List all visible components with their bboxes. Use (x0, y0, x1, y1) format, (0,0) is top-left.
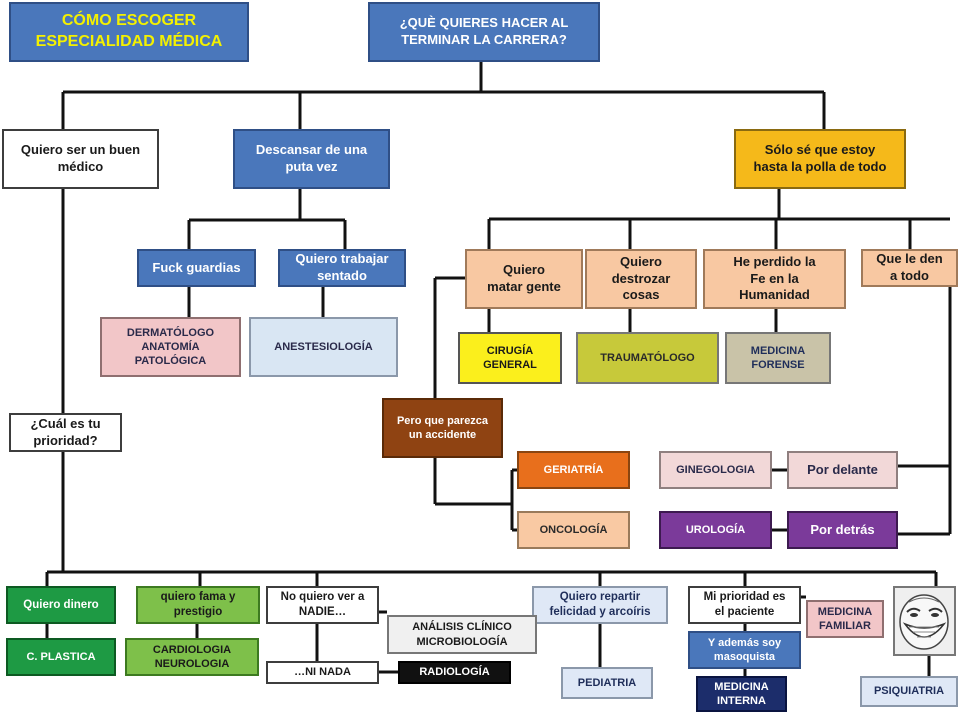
option-destroy: Quiero destrozar cosas (585, 249, 697, 309)
option-front: Por delante (787, 451, 898, 489)
result-family-medicine: MEDICINA FAMILIAR (806, 600, 884, 638)
result-plastic-surgery: C. PLASTICA (6, 638, 116, 676)
troll-face-icon (893, 586, 956, 656)
option-lost-faith: He perdido la Fe en la Humanidad (703, 249, 846, 309)
result-internal-medicine: MEDICINA INTERNA (696, 676, 787, 712)
priority-patient: Mi prioridad es el paciente (688, 586, 801, 624)
result-gynecology: GINEGOLOGIA (659, 451, 772, 489)
result-psychiatry: PSIQUIATRIA (860, 676, 958, 707)
priority-nothing: …NI NADA (266, 661, 379, 684)
option-masochist: Y además soy masoquista (688, 631, 801, 669)
priority-happiness: Quiero repartir felicidad y arcoíris (532, 586, 668, 624)
main-question: ¿QUÈ QUIERES HACER AL TERMINAR LA CARRER… (368, 2, 600, 62)
priority-fame: quiero fama y prestigio (136, 586, 260, 624)
option-no-shifts: Fuck guardias (137, 249, 256, 287)
result-general-surgery: CIRUGÍA GENERAL (458, 332, 562, 384)
option-sit: Quiero trabajar sentado (278, 249, 406, 287)
result-clinical-analysis: ANÁLISIS CLÍNICO MICROBIOLOGÍA (387, 615, 537, 654)
result-anesthesiology: ANESTESIOLOGÍA (249, 317, 398, 377)
option-good-doctor: Quiero ser un buen médico (2, 129, 159, 189)
option-give-all: Que le den a todo (861, 249, 958, 287)
option-accident: Pero que parezca un accidente (382, 398, 503, 458)
option-fed-up: Sólo sé que estoy hasta la polla de todo (734, 129, 906, 189)
option-behind: Por detrás (787, 511, 898, 549)
result-geriatrics: GERIATRÍA (517, 451, 630, 489)
result-cardiology-neurology: CARDIOLOGIA NEUROLOGIA (125, 638, 259, 676)
priority-money: Quiero dinero (6, 586, 116, 624)
result-urology: UROLOGÍA (659, 511, 772, 549)
result-pediatrics: PEDIATRIA (561, 667, 653, 699)
option-kill: Quiero matar gente (465, 249, 583, 309)
priority-nobody: No quiero ver a NADIE… (266, 586, 379, 624)
result-radiology: RADIOLOGÍA (398, 661, 511, 684)
result-traumatology: TRAUMATÓLOGO (576, 332, 719, 384)
result-dermatology: DERMATÓLOGO ANATOMÍA PATOLÓGICA (100, 317, 241, 377)
priority-question: ¿Cuál es tu prioridad? (9, 413, 122, 452)
chart-title: CÓMO ESCOGER ESPECIALIDAD MÉDICA (9, 2, 249, 62)
option-rest: Descansar de una puta vez (233, 129, 390, 189)
result-oncology: ONCOLOGÍA (517, 511, 630, 549)
result-forensic-medicine: MEDICINA FORENSE (725, 332, 831, 384)
